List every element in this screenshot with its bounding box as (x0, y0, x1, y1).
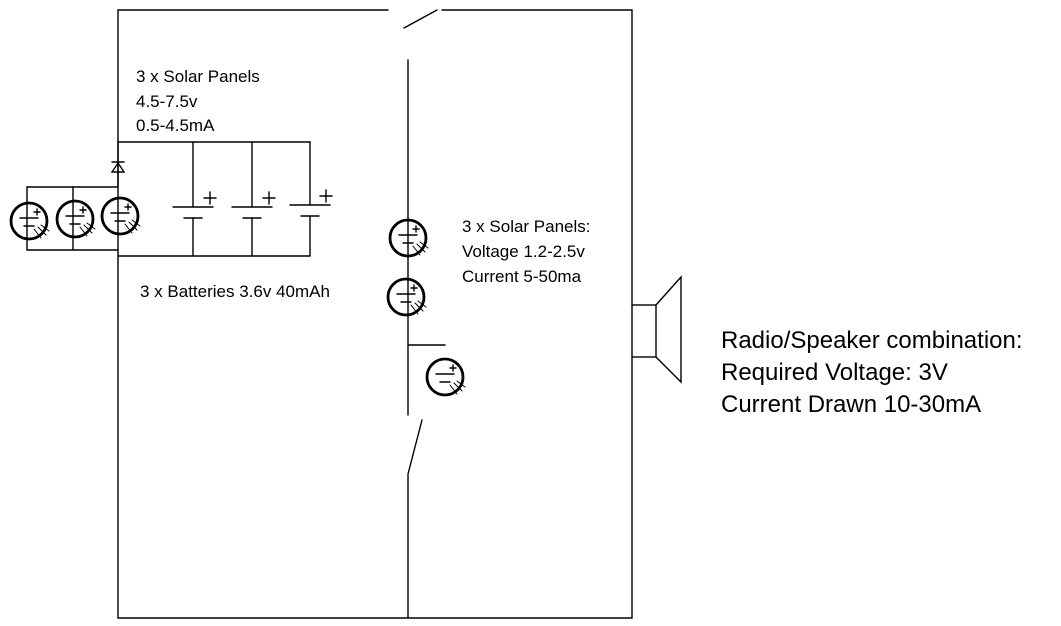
top-panels-label-1: 3 x Solar Panels (136, 67, 260, 86)
solar-cell-icon (100, 196, 141, 236)
speaker-label-1: Radio/Speaker combination: (721, 327, 1023, 354)
speaker-icon (631, 275, 682, 384)
speaker-label-2: Required Voltage: 3V (721, 359, 948, 386)
battery-icon (231, 191, 276, 219)
battery-bank (117, 141, 311, 257)
solar-cell-icon (9, 201, 50, 241)
main-wiring (117, 9, 633, 619)
solar-cell-icon (386, 277, 427, 317)
mid-panels-label-2: Voltage 1.2-2.5v (462, 242, 585, 261)
top-panels-label-3: 0.5-4.5mA (136, 116, 215, 135)
top-switch-icon (403, 9, 438, 29)
mid-panels-label-1: 3 x Solar Panels: (462, 217, 591, 236)
top-panels-label-2: 4.5-7.5v (136, 92, 198, 111)
solar-cell-icon (425, 357, 466, 397)
solar-cell-icon (55, 199, 96, 239)
battery-icon (172, 191, 217, 219)
speaker-label-3: Current Drawn 10-30mA (721, 391, 982, 418)
mid-panels-label-3: Current 5-50ma (462, 267, 582, 286)
left-solar-wiring (26, 186, 119, 251)
battery-icon (289, 189, 333, 217)
batteries-label: 3 x Batteries 3.6v 40mAh (140, 282, 330, 301)
bottom-switch-icon (407, 419, 423, 475)
diode-icon (110, 141, 126, 188)
solar-cell-icon (388, 218, 429, 258)
